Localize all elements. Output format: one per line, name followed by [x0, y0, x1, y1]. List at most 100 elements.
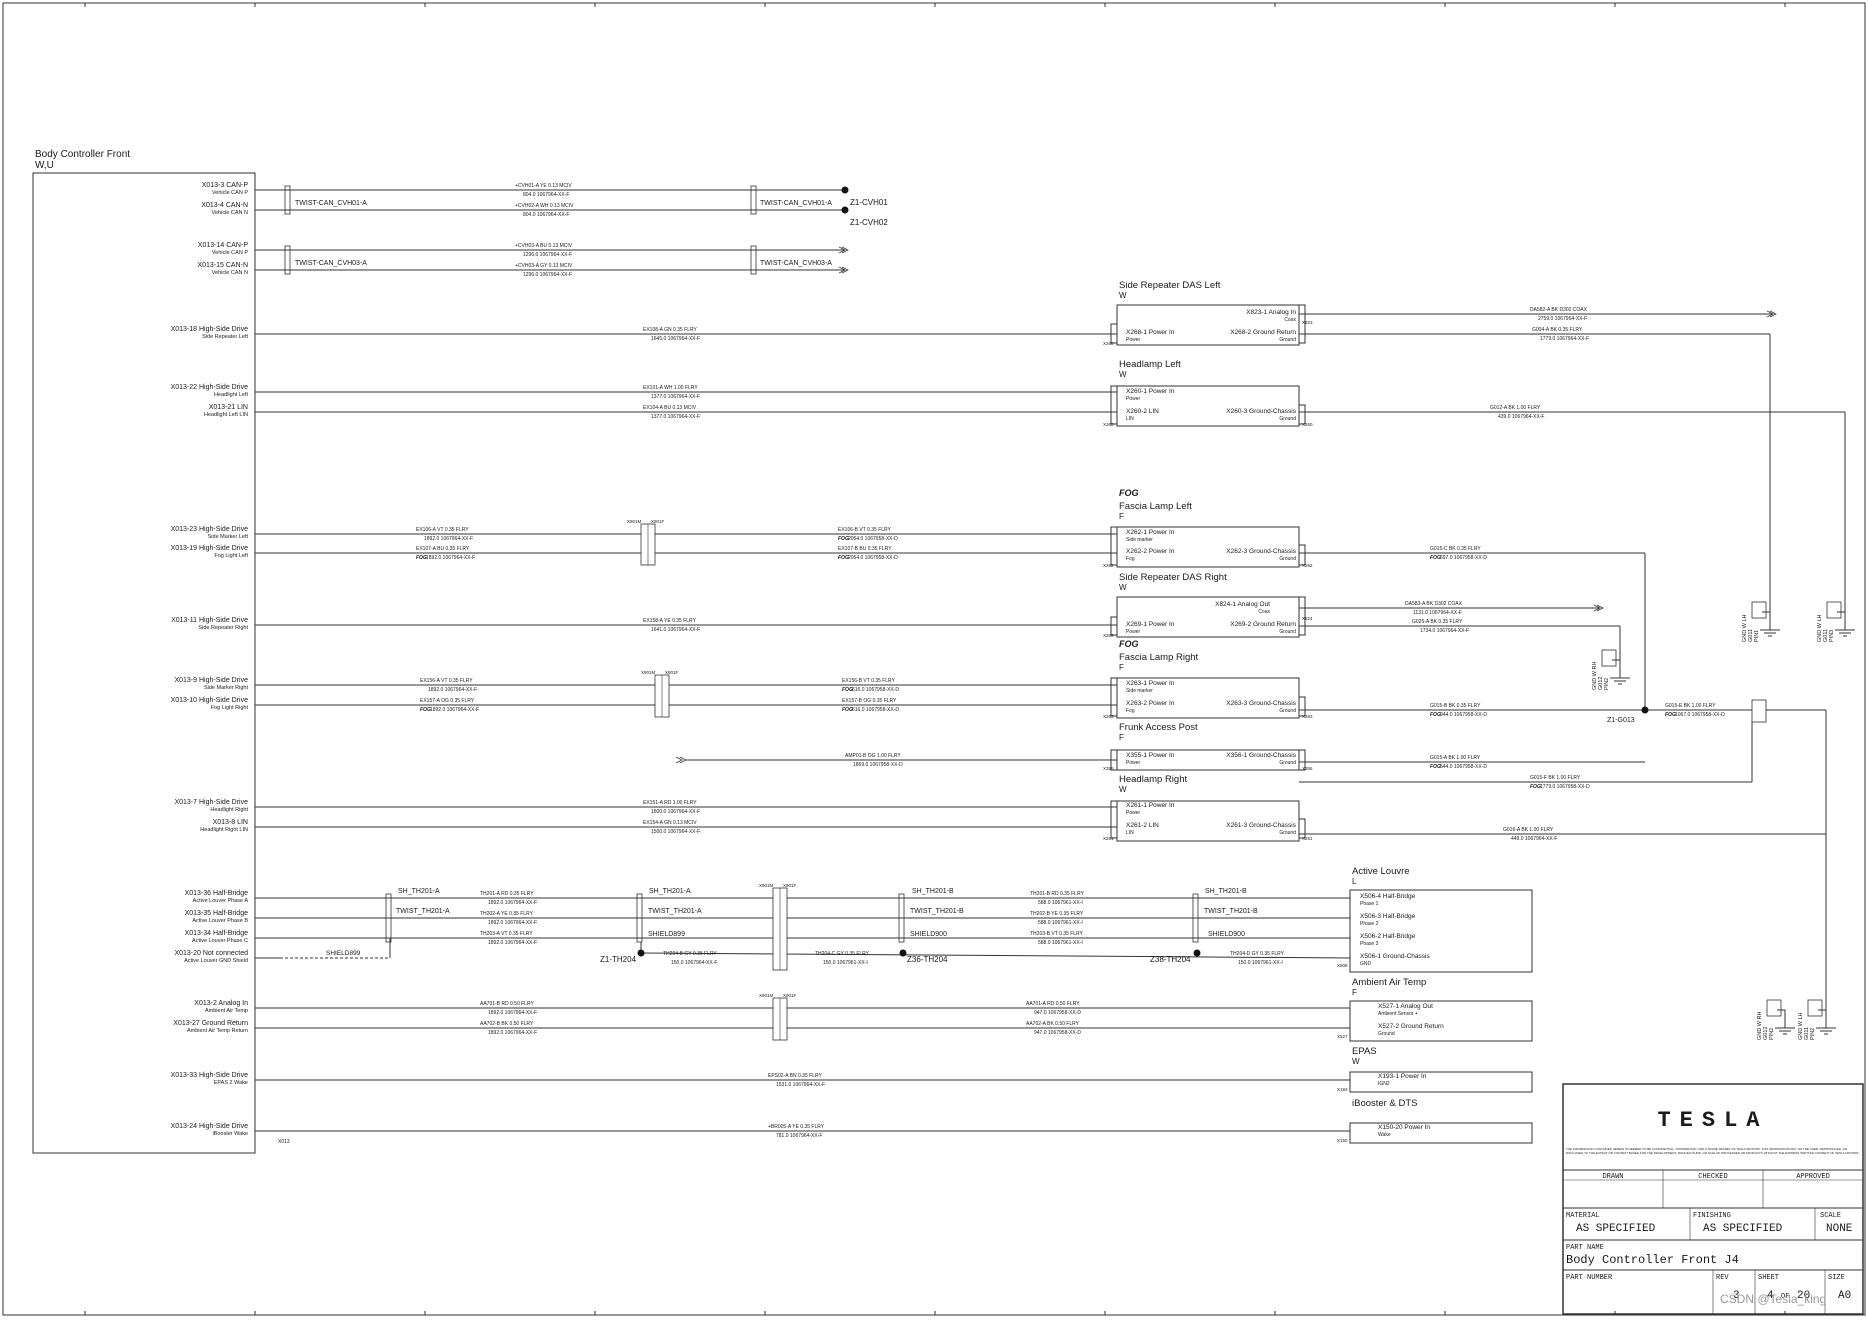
component-connector-tag: X260 [1302, 422, 1313, 427]
shield-label: SHIELD900 [1208, 931, 1245, 938]
controller-pin-desc: Active Louver Phase B [192, 918, 248, 924]
controller-pin-desc: Side Repeater Left [202, 334, 248, 340]
wire-length: 1892.0 1067964-XX-F [488, 920, 537, 926]
shield-label: SHIELD899 [326, 950, 361, 957]
component-connector-tag: X356 [1302, 766, 1313, 771]
fog-variant-tag: FOG [838, 555, 849, 561]
ground-connector [1766, 999, 1782, 1017]
ground-symbol [1775, 1009, 1795, 1035]
connector-bracket [1110, 385, 1117, 425]
component-pin-desc: Phase 3 [1360, 941, 1379, 947]
wire-id: EX104-A BU 0.13 MCIV [643, 405, 697, 411]
component-pin-desc: Power [1126, 337, 1141, 343]
inline-connector-female: X901F [665, 670, 679, 675]
wire-id: EX156-A VT 0.35 FLRY [420, 678, 473, 684]
wire-id: EX158-A YE 0.35 FLRY [643, 618, 697, 624]
controller-pin-desc: Vehicle CAN N [212, 210, 248, 216]
finishing-value: AS SPECIFIED [1703, 1223, 1783, 1235]
connector-bracket [1299, 696, 1306, 717]
wire-length: 150.0 1067964-XX-F [671, 960, 717, 966]
wire-length: 1779.0 1067964-XX-F [1540, 336, 1589, 342]
component-box [1349, 889, 1533, 973]
component-box [1116, 800, 1300, 842]
ground-label: GND W RH [1757, 1012, 1763, 1040]
controller-pin-desc: Headlight Left LIN [204, 412, 248, 418]
wire-id: EX157-B OG 0.35 FLRY [842, 698, 897, 704]
wire-length: 1377.0 1067964-XX-F [651, 414, 700, 420]
twist-label: TWIST_TH201-B [910, 908, 964, 915]
connector-bracket [1110, 616, 1117, 636]
wire-length: 1531.0 1067964-XX-F [776, 1082, 825, 1088]
twist-marker [636, 893, 643, 943]
component-pin-label: X262-1 Power In [1126, 529, 1175, 536]
shield-label: SH_TH201-A [649, 888, 691, 895]
component-pin-label: X268-1 Power In [1126, 329, 1175, 336]
component-box [1116, 526, 1300, 568]
sheet-of-label: OF [1781, 1293, 1789, 1301]
off-page-arrow [1766, 310, 1777, 318]
connector-bracket [1110, 323, 1117, 344]
component-box [1116, 749, 1300, 771]
splice-label: Z1-G013 [1607, 717, 1635, 724]
ground-label: GND W LH [1817, 614, 1823, 642]
component-variant: F [1119, 733, 1124, 742]
wire-id: EX106-A VT 0.35 FLRY [416, 527, 469, 533]
wire-length: 944.0 1067958-XX-D [1440, 712, 1487, 718]
wire-id: TH204-B GY 0.35 FLRY [663, 951, 717, 957]
controller-pin-label: X013-34 Half-Bridge [185, 930, 249, 937]
component-connector-tag: X260 [1103, 422, 1114, 427]
wire-length: 1892.0 1067964-XX-F [488, 940, 537, 946]
ground-label: G012 [1598, 677, 1604, 690]
component-pin-label: X506-4 Half-Bridge [1360, 893, 1416, 900]
component-pin-label: X263-1 Power In [1126, 680, 1175, 687]
component-connector-tag: X193 [1337, 1087, 1348, 1092]
wire-id: G015-B BK 0.35 FLRY [1430, 703, 1481, 709]
checked-label: CHECKED [1698, 1173, 1727, 1181]
wire-length: 1067.0 1067958-XX-D [1675, 712, 1725, 718]
wire-id: G012-A BK 1.00 FLRY [1490, 405, 1541, 411]
controller-pin-label: X013-33 High-Side Drive [171, 1072, 249, 1079]
wire-id: EX107-A BU 0.35 FLRY [416, 546, 470, 552]
component-connector-tag: X824 [1302, 616, 1313, 621]
wire-id: G015-A BK 1.00 FLRY [1430, 755, 1481, 761]
component-connector-tag: X269 [1103, 633, 1114, 638]
component-connector-tag: X263 [1302, 714, 1313, 719]
component-pin-label: X193-1 Power In [1378, 1073, 1427, 1080]
wire-id: +CVH02-A WH 0.13 MCIV [515, 203, 574, 209]
ground-label: GND W RH [1592, 662, 1598, 690]
component-pin-desc: Ground [1279, 830, 1296, 836]
controller-pin-desc: Ambient Air Temp Return [187, 1028, 248, 1034]
wire-id: EX151-A RD 1.00 FLRY [643, 800, 697, 806]
ground-label: G011 [1804, 1027, 1810, 1040]
component-connector-tag: X261 [1103, 836, 1114, 841]
component-variant: W [1352, 1057, 1360, 1066]
component-box [1349, 1122, 1533, 1144]
component-pin-label: X269-1 Power In [1126, 621, 1175, 628]
wire-id: +CVH01-A YE 0.13 MCIV [515, 183, 572, 189]
controller-pin-desc: Active Louver GND Shield [184, 958, 248, 964]
component-pin-label: X527-1 Analog Out [1378, 1003, 1433, 1010]
component-variant: W [1119, 370, 1127, 379]
controller-outline [32, 172, 256, 1154]
wire-length: 1892.0 1067964-XX-F [488, 1010, 537, 1016]
scale-label: SCALE [1820, 1212, 1841, 1220]
ground-label: PIN2 [1604, 678, 1610, 690]
fog-variant-tag: FOG [1430, 712, 1441, 718]
ground-label: GND W LH [1798, 1012, 1804, 1040]
component-pin-label: X823-1 Analog In [1246, 309, 1296, 316]
approved-label: APPROVED [1796, 1173, 1830, 1181]
wire [640, 952, 1351, 959]
component-pin-desc: Power [1126, 396, 1141, 402]
component-pin-label: X262-2 Power In [1126, 548, 1175, 555]
rev-value: 3 [1733, 1290, 1740, 1302]
component-pin-desc: Wake [1378, 1132, 1391, 1138]
controller-pin-desc: Active Louver Phase A [193, 898, 249, 904]
wire-id: TH203-A VT 0.35 FLRY [480, 931, 533, 937]
wire-id: AA701-A RD 0.50 FLRY [1026, 1001, 1080, 1007]
component-pin-label: X527-2 Ground Return [1378, 1023, 1444, 1030]
wire-length: 544.0 1067958-XX-D [1440, 764, 1487, 770]
component-pin-desc: LIN [1126, 830, 1134, 836]
